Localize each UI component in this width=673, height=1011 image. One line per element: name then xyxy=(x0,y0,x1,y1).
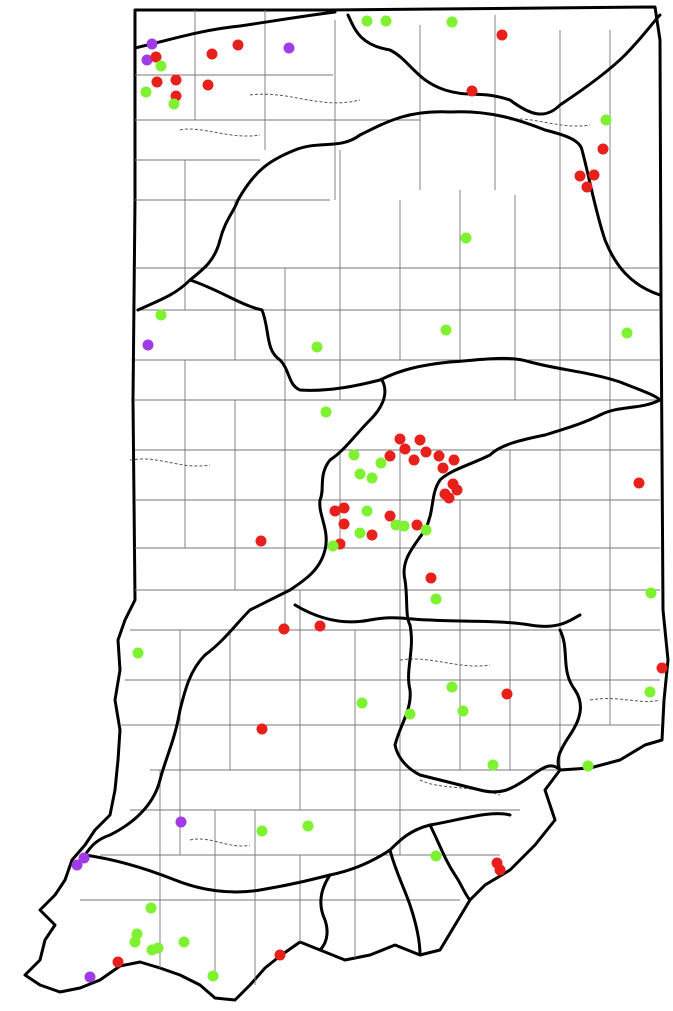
site-marker-red[interactable] xyxy=(494,864,506,876)
site-marker-green[interactable] xyxy=(430,850,442,862)
site-marker-red[interactable] xyxy=(581,181,593,193)
site-marker-green[interactable] xyxy=(155,309,167,321)
site-marker-red[interactable] xyxy=(443,492,455,504)
site-marker-red[interactable] xyxy=(433,450,445,462)
site-marker-red[interactable] xyxy=(399,443,411,455)
site-marker-green[interactable] xyxy=(644,686,656,698)
site-marker-purple[interactable] xyxy=(146,38,158,50)
site-marker-red[interactable] xyxy=(202,79,214,91)
site-marker-green[interactable] xyxy=(420,524,432,536)
site-marker-red[interactable] xyxy=(420,446,432,458)
site-marker-green[interactable] xyxy=(390,519,402,531)
site-marker-red[interactable] xyxy=(501,688,513,700)
site-marker-green[interactable] xyxy=(457,705,469,717)
site-marker-green[interactable] xyxy=(256,825,268,837)
site-marker-green[interactable] xyxy=(302,820,314,832)
site-marker-green[interactable] xyxy=(178,936,190,948)
site-marker-green[interactable] xyxy=(398,520,410,532)
site-marker-red[interactable] xyxy=(206,48,218,60)
site-marker-red[interactable] xyxy=(411,519,423,531)
site-marker-green[interactable] xyxy=(621,327,633,339)
site-marker-green[interactable] xyxy=(361,505,373,517)
site-marker-red[interactable] xyxy=(414,434,426,446)
site-marker-red[interactable] xyxy=(466,85,478,97)
site-marker-green[interactable] xyxy=(487,759,499,771)
site-marker-green[interactable] xyxy=(446,681,458,693)
site-marker-red[interactable] xyxy=(384,510,396,522)
site-marker-green[interactable] xyxy=(366,472,378,484)
site-marker-red[interactable] xyxy=(170,74,182,86)
site-marker-purple[interactable] xyxy=(78,852,90,864)
site-marker-green[interactable] xyxy=(311,341,323,353)
site-marker-red[interactable] xyxy=(314,620,326,632)
site-marker-green[interactable] xyxy=(140,86,152,98)
site-marker-green[interactable] xyxy=(380,15,392,27)
site-marker-green[interactable] xyxy=(132,647,144,659)
site-marker-red[interactable] xyxy=(112,956,124,968)
site-marker-green[interactable] xyxy=(145,902,157,914)
site-marker-green[interactable] xyxy=(356,697,368,709)
site-marker-green[interactable] xyxy=(146,944,158,956)
site-marker-red[interactable] xyxy=(338,502,350,514)
site-marker-red[interactable] xyxy=(574,170,586,182)
site-marker-green[interactable] xyxy=(645,587,657,599)
site-marker-red[interactable] xyxy=(437,462,449,474)
site-marker-red[interactable] xyxy=(366,529,378,541)
site-marker-green[interactable] xyxy=(430,593,442,605)
site-marker-purple[interactable] xyxy=(283,42,295,54)
site-marker-green[interactable] xyxy=(354,468,366,480)
site-marker-green[interactable] xyxy=(168,98,180,110)
site-marker-purple[interactable] xyxy=(71,859,83,871)
site-marker-purple[interactable] xyxy=(175,816,187,828)
site-markers xyxy=(71,15,668,983)
site-marker-red[interactable] xyxy=(656,662,668,674)
site-marker-red[interactable] xyxy=(588,169,600,181)
site-marker-red[interactable] xyxy=(274,949,286,961)
site-marker-green[interactable] xyxy=(320,406,332,418)
site-marker-red[interactable] xyxy=(150,51,162,63)
site-marker-red[interactable] xyxy=(151,76,163,88)
site-marker-red[interactable] xyxy=(255,535,267,547)
site-marker-red[interactable] xyxy=(232,39,244,51)
site-marker-red[interactable] xyxy=(448,454,460,466)
site-marker-green[interactable] xyxy=(582,760,594,772)
site-marker-red[interactable] xyxy=(425,572,437,584)
site-marker-green[interactable] xyxy=(446,16,458,28)
site-marker-green[interactable] xyxy=(375,457,387,469)
site-marker-green[interactable] xyxy=(348,449,360,461)
site-marker-red[interactable] xyxy=(338,518,350,530)
site-marker-green[interactable] xyxy=(354,527,366,539)
site-marker-red[interactable] xyxy=(256,723,268,735)
site-marker-red[interactable] xyxy=(278,623,290,635)
site-marker-red[interactable] xyxy=(496,29,508,41)
site-marker-green[interactable] xyxy=(327,540,339,552)
site-marker-red[interactable] xyxy=(451,484,463,496)
site-marker-green[interactable] xyxy=(155,60,167,72)
site-marker-red[interactable] xyxy=(597,143,609,155)
site-marker-red[interactable] xyxy=(633,477,645,489)
site-marker-green[interactable] xyxy=(207,970,219,982)
site-marker-red[interactable] xyxy=(329,505,341,517)
site-marker-green[interactable] xyxy=(460,232,472,244)
site-marker-green[interactable] xyxy=(440,324,452,336)
site-marker-green[interactable] xyxy=(404,708,416,720)
site-marker-green[interactable] xyxy=(361,15,373,27)
site-marker-purple[interactable] xyxy=(84,971,96,983)
site-marker-red[interactable] xyxy=(384,450,396,462)
county-lines xyxy=(80,10,661,985)
site-marker-purple[interactable] xyxy=(142,339,154,351)
basin-boundaries xyxy=(83,10,662,957)
site-marker-green[interactable] xyxy=(600,114,612,126)
site-marker-red[interactable] xyxy=(408,454,420,466)
site-marker-red[interactable] xyxy=(394,433,406,445)
site-marker-green[interactable] xyxy=(129,936,141,948)
site-marker-purple[interactable] xyxy=(141,54,153,66)
